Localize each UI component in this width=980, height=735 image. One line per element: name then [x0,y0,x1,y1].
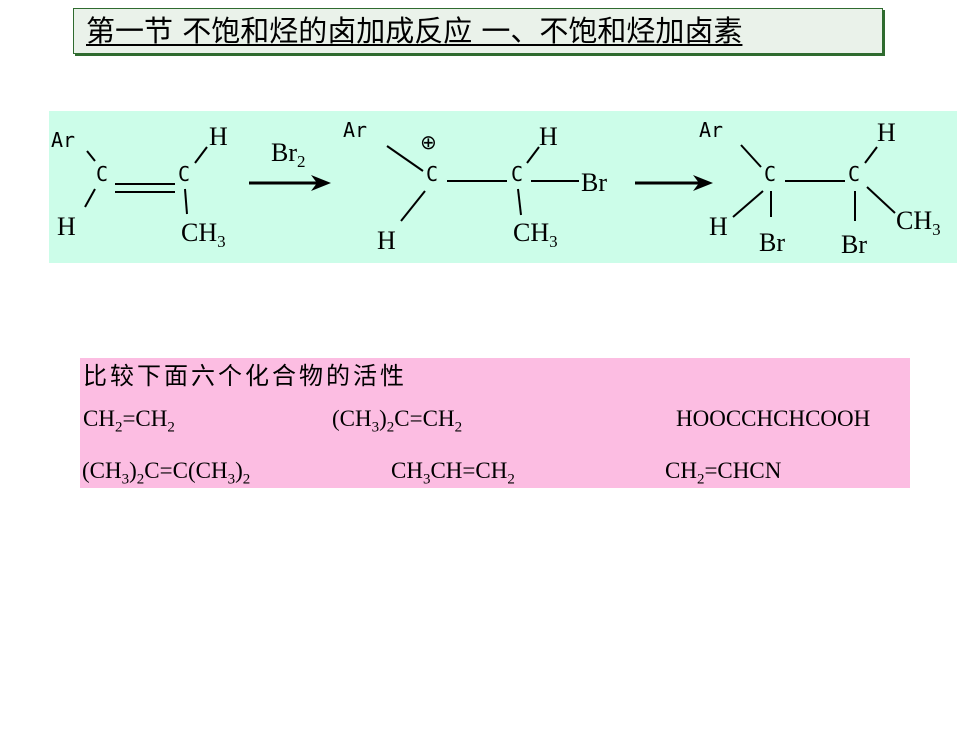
mol1-bond-h2 [194,146,208,164]
title-box: 第一节 不饱和烃的卤加成反应 一、不饱和烃加卤素 [73,8,883,54]
mol2-c2: C [511,162,523,186]
mol3-bond-h2 [864,146,878,164]
compound-acrylonitrile: CH2=CHCN [665,458,782,488]
mol2-bond-ch3 [517,188,522,216]
mol2-c1: C [426,162,438,186]
mol2-h1: H [377,226,396,255]
compound-butenedioic-acid: HOOCCHCHCOOH [676,406,871,431]
comparison-heading: 比较下面六个化合物的活性 [83,362,407,390]
mol2-bond-ar [386,145,424,172]
mol3-ch3: CH3 [896,206,941,239]
compound-propylene: CH3CH=CH2 [391,458,515,488]
mol2-ar: Ar [343,118,367,142]
arrow-1-head [311,175,331,191]
mol1-ar: Ar [51,128,75,152]
mol3-bond-ch3 [866,186,896,214]
mol1-c2: C [178,162,190,186]
reagent-br2: Br2 [271,138,306,171]
mol2-h2: H [539,122,558,151]
mol3-h1: H [709,212,728,241]
mol1-h2: H [209,122,228,151]
mol1-bond-h [84,188,96,208]
mol1-c1: C [96,162,108,186]
mol3-bond-ar [740,144,762,168]
mol1-h1: H [57,212,76,241]
mol3-bond-h [732,190,764,218]
mol3-br1: Br [759,228,785,257]
mol3-ar: Ar [699,118,723,142]
compound-ethylene: CH2=CH2 [83,406,175,436]
mol1-bond-ch3 [184,188,188,215]
arrow-2-head [693,175,713,191]
mol2-ch3: CH3 [513,218,558,251]
mol2-plus: ⊕ [420,130,437,154]
mol3-br2: Br [841,230,867,259]
mol1-bond-ar [86,150,96,162]
reaction-scheme-svg: Ar C H C H CH3 Br2 Ar ⊕ C H C H Br CH3 [51,118,941,259]
mol2-bond-h2 [526,146,540,164]
mol3-c2: C [848,162,860,186]
mol2-bond-h [400,190,426,222]
compound-tetramethylethylene: (CH3)2C=C(CH3)2 [82,458,251,488]
mol3-c1: C [764,162,776,186]
mol1-ch3: CH3 [181,218,226,251]
mol2-br: Br [581,168,607,197]
compound-isobutylene: (CH3)2C=CH2 [332,406,463,436]
mol3-h2: H [877,118,896,147]
page-title: 第一节 不饱和烃的卤加成反应 一、不饱和烃加卤素 [86,14,743,48]
reaction-scheme: Ar C H C H CH3 Br2 Ar ⊕ C H C H Br CH3 [49,111,957,263]
comparison-panel: 比较下面六个化合物的活性 CH2=CH2 (CH3)2C=CH2 HOOCCHC… [80,358,910,488]
